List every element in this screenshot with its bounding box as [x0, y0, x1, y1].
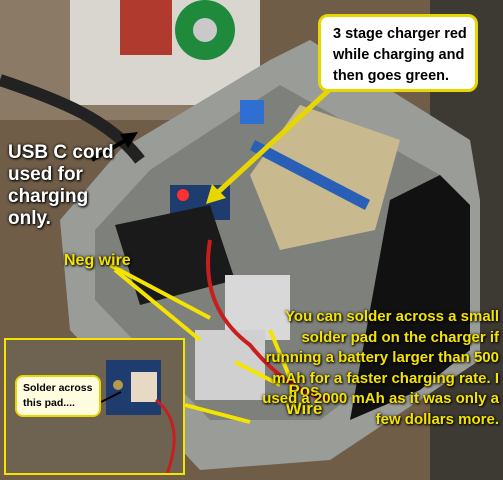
usb-arrow [90, 138, 128, 162]
charger-closeup-inset: Solder across this pad.... [4, 338, 185, 475]
usb-arrow-head [120, 132, 138, 148]
neg-arrow-2 [113, 268, 202, 342]
solder-spool-core [193, 18, 217, 42]
closeup-pad [113, 380, 123, 390]
inset-arrow [184, 403, 251, 424]
charger-arrow [213, 78, 342, 197]
terminal-block-2 [195, 330, 265, 400]
usb-cord-label: USB C cord used for charging only. [8, 142, 114, 229]
charger-callout-text: 3 stage charger red while charging and t… [333, 26, 467, 84]
pos-arrow-2 [268, 329, 292, 379]
solder-note: You can solder across a small solder pad… [262, 308, 499, 428]
microcontroller-board [115, 205, 235, 305]
terminal-block-1 [225, 275, 290, 340]
usb-cable [0, 74, 145, 164]
solder-tube [120, 0, 172, 55]
neg-wire-label: Neg wire [64, 252, 131, 269]
charger-led [177, 189, 189, 201]
charger-callout: 3 stage charger red while charging and t… [318, 14, 478, 92]
red-wire [206, 239, 331, 402]
closeup-connector [131, 372, 157, 402]
lcd-display [350, 175, 470, 420]
charger-arrow-head [206, 184, 226, 204]
blue-component [240, 100, 264, 124]
closeup-red-wire [155, 398, 176, 473]
pos-arrow-1 [234, 360, 281, 387]
closeup-pad-arrow [100, 391, 122, 403]
battery-strap [250, 140, 370, 210]
inset-label-text: Solder across this pad.... [23, 382, 93, 409]
inset-label: Solder across this pad.... [15, 375, 101, 417]
neg-arrow-1 [109, 263, 211, 320]
pos-wire-label: Pos Wire [285, 381, 323, 418]
